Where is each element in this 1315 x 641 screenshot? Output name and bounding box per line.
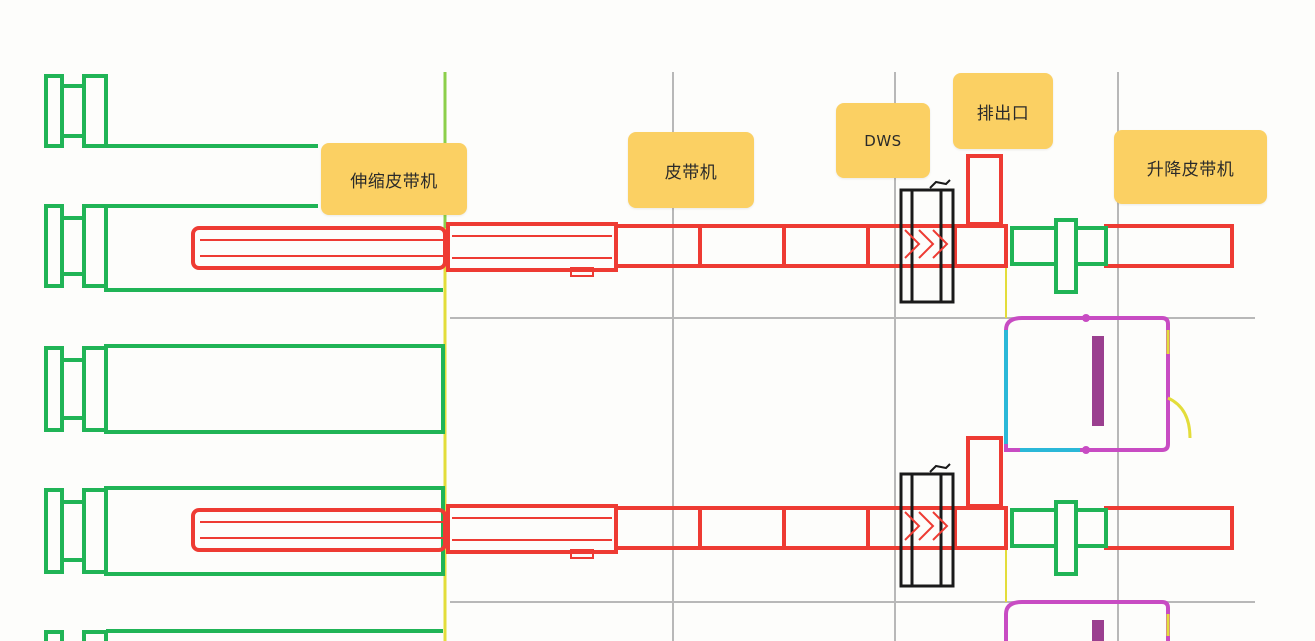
lift-connector [1010, 218, 1108, 294]
dock-bays [44, 74, 445, 641]
label-belt-conveyor: 皮带机 [628, 132, 754, 208]
conveyor-line [191, 154, 1234, 277]
dock-bay [44, 486, 445, 576]
sorting-area-partial [1004, 600, 1170, 641]
label-telescopic-conveyor: 伸缩皮带机 [321, 143, 467, 215]
conveyor-line [191, 436, 1234, 559]
dws-scanner [899, 179, 955, 304]
dws-red-x [904, 511, 949, 541]
sorting-area [1004, 314, 1192, 454]
dock-bay [44, 629, 443, 641]
label-discharge-port: 排出口 [953, 73, 1053, 149]
label-dws: DWS [836, 103, 930, 178]
dws-scanner [899, 463, 955, 588]
dock-bay [44, 74, 318, 148]
dock-bay [44, 204, 443, 292]
dock-bay [44, 344, 445, 434]
label-lifting-conveyor: 升降皮带机 [1114, 130, 1267, 204]
dws-red-x [904, 229, 949, 259]
lift-connector [1010, 500, 1108, 576]
